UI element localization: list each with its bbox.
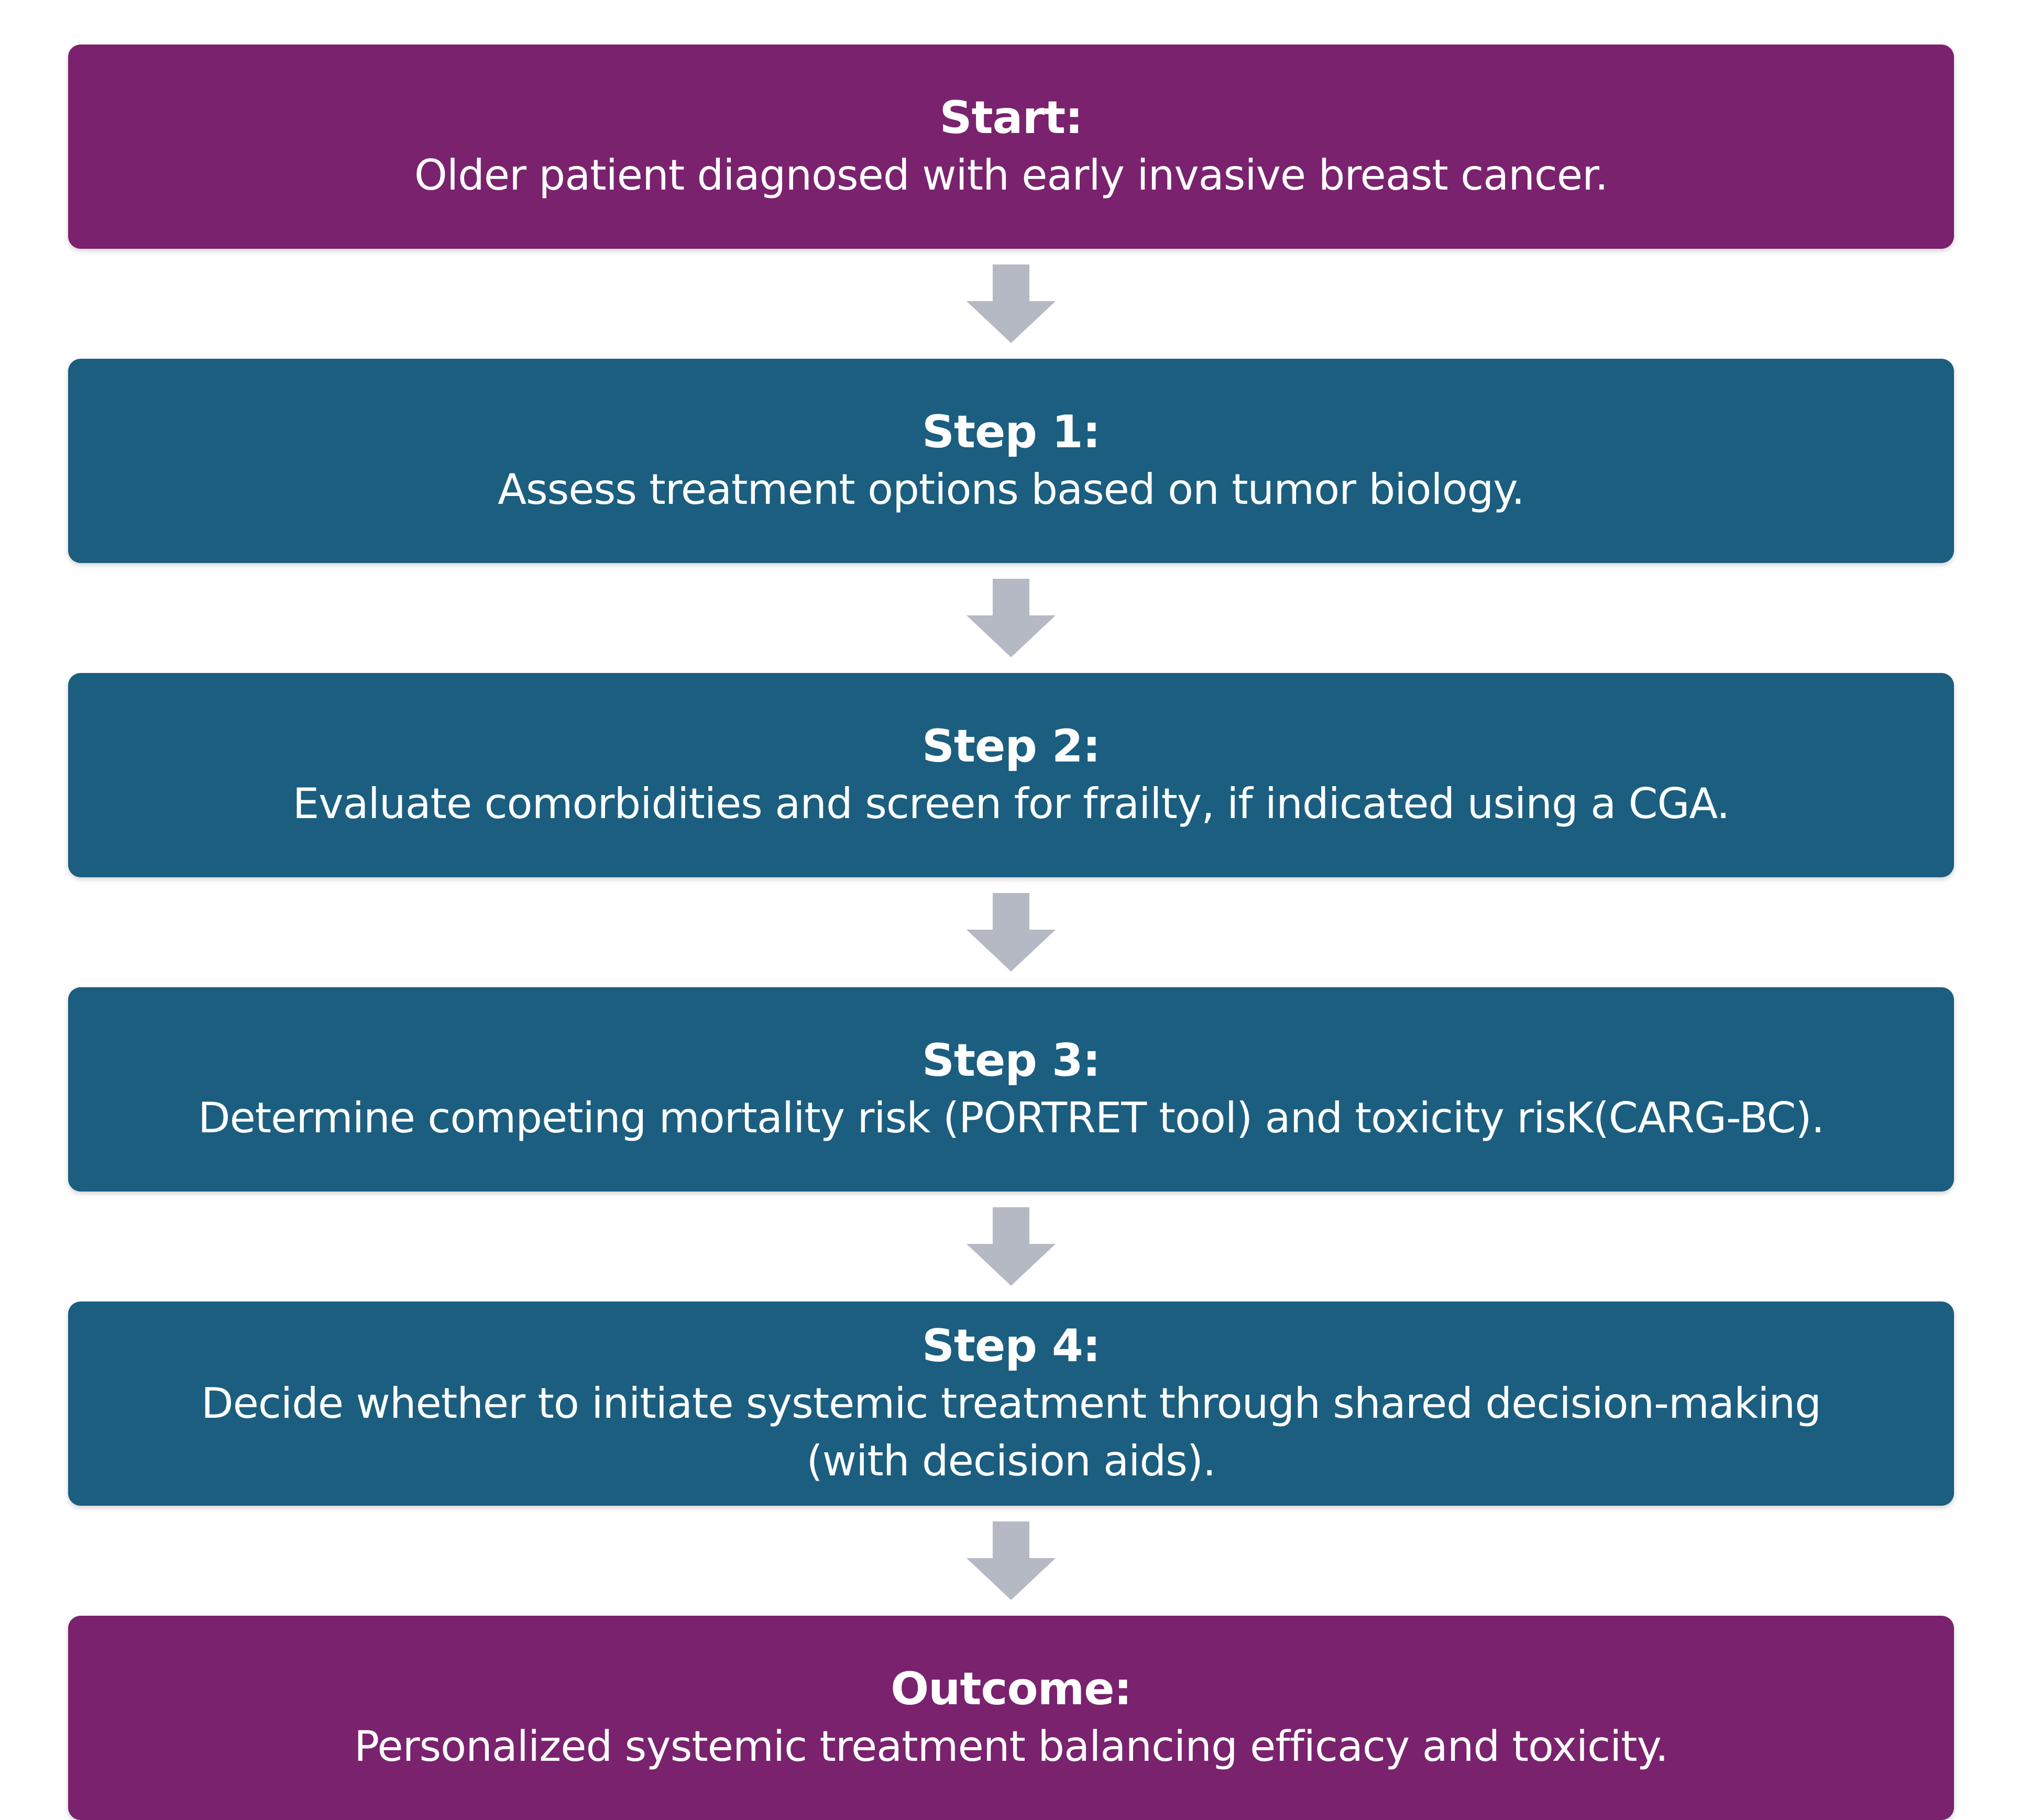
down-arrow-icon [967, 1521, 1056, 1600]
step-3-text: Determine competing mortality risk (PORT… [197, 1094, 1825, 1142]
step-1-box: Step 1: Assess treatment options based o… [68, 359, 1954, 563]
step-2-title: Step 2: [921, 720, 1101, 773]
step-4-title: Step 4: [921, 1320, 1101, 1372]
outcome-title: Outcome: [891, 1663, 1132, 1715]
step-1-title: Step 1: [921, 406, 1101, 458]
down-arrow-icon [967, 893, 1056, 972]
start-title: Start: [939, 92, 1083, 144]
step-4-text: Decide whether to initiate systemic trea… [201, 1379, 1821, 1485]
step-1-text: Assess treatment options based on tumor … [498, 465, 1524, 514]
step-2-text: Evaluate comorbidities and screen for fr… [292, 779, 1730, 828]
down-arrow-icon [967, 264, 1056, 343]
start-box: Start: Older patient diagnosed with earl… [68, 45, 1954, 249]
outcome-text: Personalized systemic treatment balancin… [354, 1722, 1668, 1771]
step-4-box: Step 4: Decide whether to initiate syste… [68, 1301, 1954, 1506]
step-2-box: Step 2: Evaluate comorbidities and scree… [68, 673, 1954, 877]
down-arrow-icon [967, 579, 1056, 657]
start-text: Older patient diagnosed with early invas… [414, 151, 1608, 200]
down-arrow-icon [967, 1207, 1056, 1286]
step-3-box: Step 3: Determine competing mortality ri… [68, 987, 1954, 1192]
outcome-box: Outcome: Personalized systemic treatment… [68, 1616, 1954, 1820]
step-3-title: Step 3: [921, 1034, 1101, 1087]
